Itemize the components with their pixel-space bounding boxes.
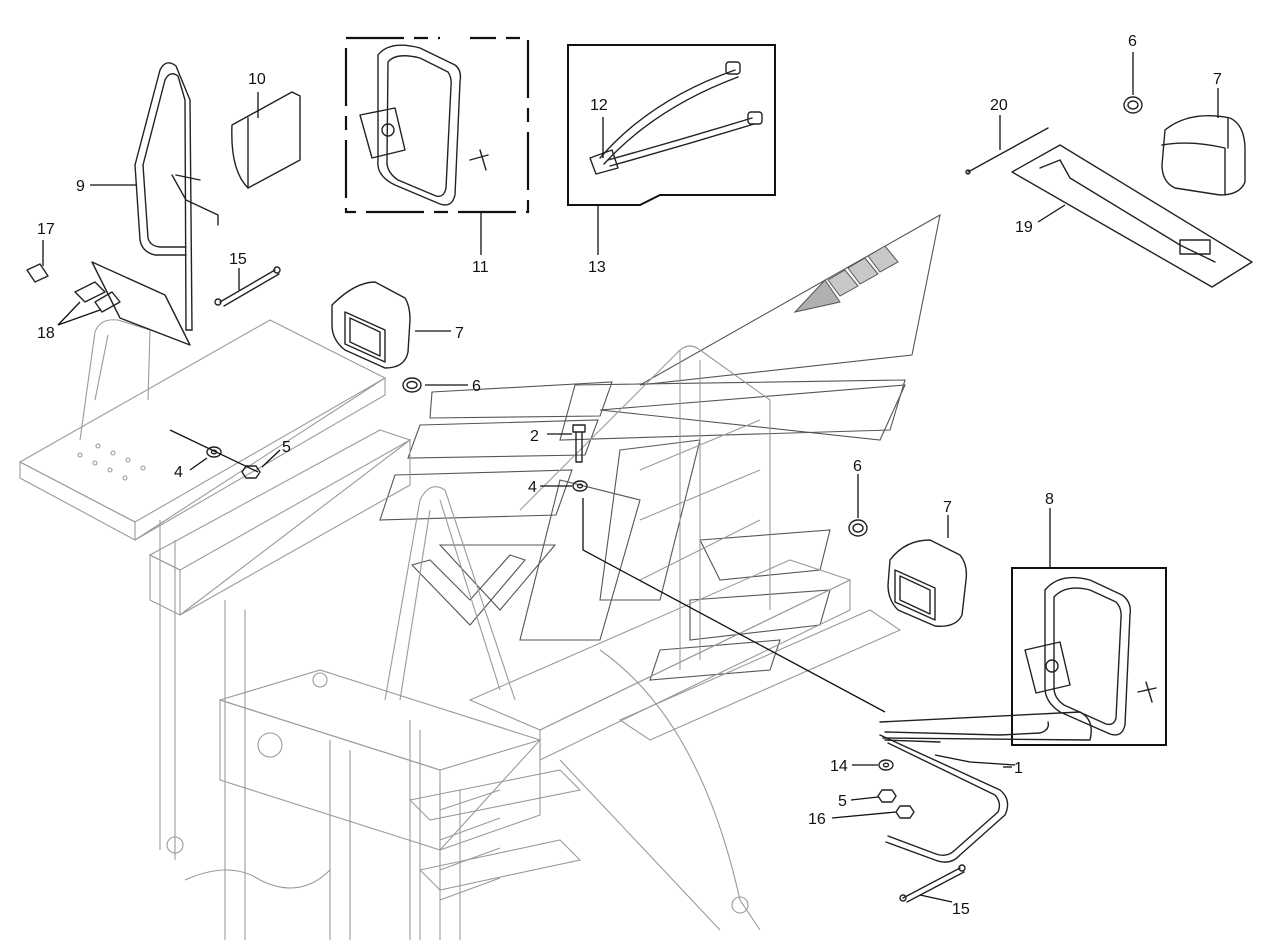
callout-7b: 7 [455, 325, 464, 342]
callout-16: 16 [808, 811, 826, 828]
callout-4b: 4 [528, 479, 537, 496]
callout-12: 12 [590, 97, 608, 114]
callout-5b: 5 [838, 793, 847, 810]
lamp-7-right [887, 539, 968, 627]
mirror-glass-10 [231, 91, 301, 189]
callout-1: 1 [1014, 760, 1023, 777]
callout-labels: 1 2 4 4 5 5 6 6 6 7 7 7 8 9 10 11 13 12 … [37, 33, 1222, 918]
platform-holes [77, 443, 146, 481]
cable-box-13 [567, 44, 776, 206]
leader-lines [42, 52, 1219, 903]
callout-15a: 15 [229, 251, 247, 268]
mirror-arm-9 [134, 62, 219, 331]
grommet-6-top [1123, 96, 1143, 114]
washer-14 [878, 759, 894, 771]
callout-6c: 6 [853, 458, 862, 475]
callout-14: 14 [830, 758, 848, 775]
washer-4-center [572, 480, 588, 492]
bolt-2 [572, 424, 586, 463]
strap-15-upper [214, 266, 281, 307]
mirror-box-11 [344, 34, 530, 214]
callout-2: 2 [530, 428, 539, 445]
lamp-7-mid [331, 281, 411, 369]
callout-15b: 15 [952, 901, 970, 918]
callout-6b: 6 [472, 378, 481, 395]
callout-6a: 6 [1128, 33, 1137, 50]
callout-9: 9 [76, 178, 85, 195]
wire-harness-19 [1011, 144, 1253, 288]
machine-frame [18, 319, 902, 940]
nut-5-lower [877, 789, 897, 803]
nut-16 [895, 805, 915, 819]
callout-17: 17 [37, 221, 55, 238]
callout-20: 20 [990, 97, 1008, 114]
bracket-1 [879, 711, 1092, 863]
mirror-box-8 [1011, 567, 1167, 746]
callout-7a: 7 [1213, 71, 1222, 88]
callout-18: 18 [37, 325, 55, 342]
direction-arrow [793, 245, 899, 313]
callout-10: 10 [248, 71, 266, 88]
callout-7c: 7 [943, 499, 952, 516]
grommet-6-mid [402, 377, 422, 393]
strap-15-lower [899, 864, 966, 903]
watermark-logo [379, 213, 941, 681]
callout-8: 8 [1045, 491, 1054, 508]
clamp-18 [26, 261, 191, 346]
callout-11: 11 [472, 259, 489, 276]
lamp-7-top [1161, 115, 1246, 196]
callout-13: 13 [588, 259, 606, 276]
grommet-6-right [848, 519, 868, 537]
wire-20 [965, 127, 1049, 175]
callout-4a: 4 [174, 464, 183, 481]
callout-5a: 5 [282, 439, 291, 456]
callout-19: 19 [1015, 219, 1033, 236]
